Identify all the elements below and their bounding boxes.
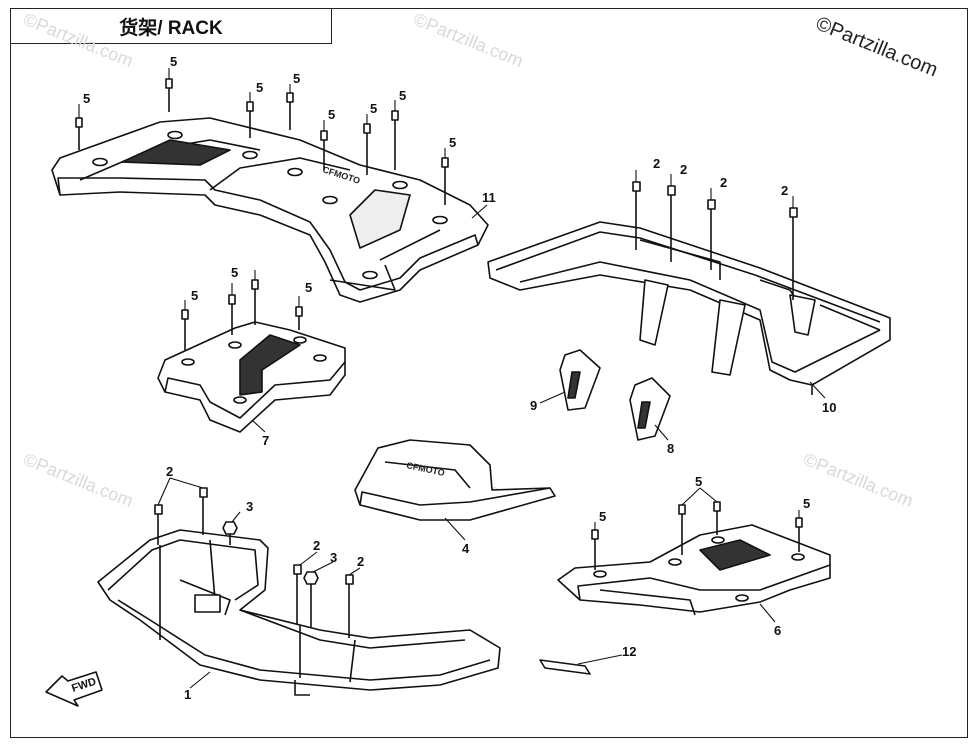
part-5-bolt-group-right[interactable] bbox=[591, 501, 803, 570]
callout-5: 5 bbox=[231, 265, 238, 280]
callout-5: 5 bbox=[293, 71, 300, 86]
callout-9: 9 bbox=[530, 398, 537, 413]
fwd-arrow-icon bbox=[45, 671, 103, 707]
callout-5: 5 bbox=[191, 288, 198, 303]
diagram-frame bbox=[10, 8, 968, 738]
part-3-nut-group[interactable] bbox=[222, 521, 319, 628]
callout-8: 8 bbox=[667, 441, 674, 456]
part-4-rear-pad[interactable] bbox=[354, 439, 556, 521]
callout-2: 2 bbox=[720, 175, 727, 190]
part-2-bolt-group-top-right[interactable] bbox=[632, 181, 798, 300]
callout-11: 11 bbox=[482, 190, 496, 205]
part-5-bolt-group-middle-left[interactable] bbox=[181, 279, 303, 350]
part-7-rack-pad[interactable] bbox=[157, 321, 346, 433]
callout-2: 2 bbox=[680, 162, 687, 177]
callout-5: 5 bbox=[370, 101, 377, 116]
callout-3: 3 bbox=[330, 550, 337, 565]
callout-12: 12 bbox=[622, 644, 636, 659]
callout-2: 2 bbox=[357, 554, 364, 569]
callout-5: 5 bbox=[256, 80, 263, 95]
part-10-rear-rack-frame[interactable] bbox=[487, 221, 891, 395]
callout-leaders bbox=[78, 68, 826, 689]
callout-7: 7 bbox=[262, 433, 269, 448]
callout-5: 5 bbox=[305, 280, 312, 295]
part-9-bracket[interactable] bbox=[559, 349, 601, 411]
part-6-rear-rack-pad[interactable] bbox=[557, 524, 831, 616]
callout-5: 5 bbox=[803, 496, 810, 511]
part-8-bracket[interactable] bbox=[629, 377, 671, 441]
part-11-front-rack-cover[interactable] bbox=[51, 117, 489, 303]
part-12-strip[interactable] bbox=[539, 659, 591, 675]
callout-3: 3 bbox=[246, 499, 253, 514]
callout-2: 2 bbox=[313, 538, 320, 553]
callout-2: 2 bbox=[653, 156, 660, 171]
callout-labels: 5 5 5 5 5 5 5 5 11 2 2 2 2 10 5 5 5 7 9 … bbox=[83, 54, 836, 702]
callout-5: 5 bbox=[695, 474, 702, 489]
callout-6: 6 bbox=[774, 623, 781, 638]
part-1-front-rack-frame[interactable] bbox=[97, 529, 501, 696]
callout-2: 2 bbox=[781, 183, 788, 198]
callout-5: 5 bbox=[328, 107, 335, 122]
callout-5: 5 bbox=[399, 88, 406, 103]
page-title: 货架/ RACK bbox=[10, 8, 332, 44]
callout-5: 5 bbox=[449, 135, 456, 150]
callout-2: 2 bbox=[166, 464, 173, 479]
callout-4: 4 bbox=[462, 541, 470, 556]
callout-5: 5 bbox=[170, 54, 177, 69]
callout-1: 1 bbox=[184, 687, 191, 702]
callout-5: 5 bbox=[83, 91, 90, 106]
callout-10: 10 bbox=[822, 400, 836, 415]
callout-5: 5 bbox=[599, 509, 606, 524]
